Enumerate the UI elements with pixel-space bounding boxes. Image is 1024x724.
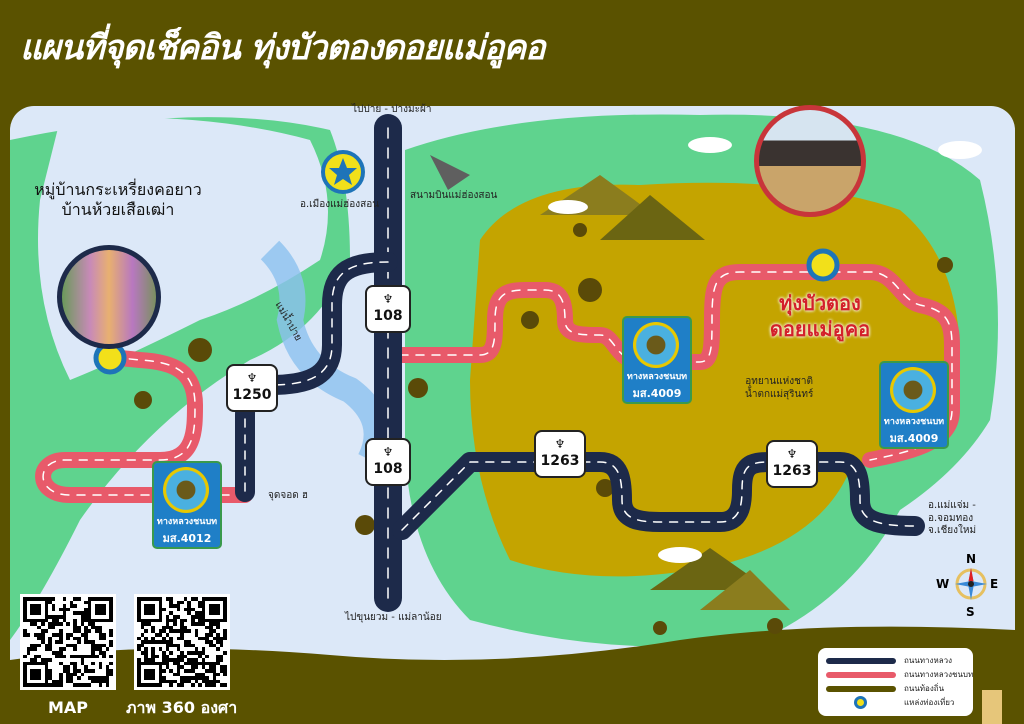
department-seal-icon bbox=[163, 467, 209, 513]
village-label-line1: หมู่บ้านกระเหรี่ยงคอยาว bbox=[34, 180, 202, 199]
legend-label: ถนนทางหลวงชนบท bbox=[904, 670, 974, 679]
header: แผนที่จุดเช็คอิน ทุ่งบัวตองดอยแม่อูคอ bbox=[0, 0, 1024, 92]
rural-road-sign-4009-east: ทางหลวงชนบทมส.4009 bbox=[879, 361, 949, 449]
rural-road-sign-4012: ทางหลวงชนบทมส.4012 bbox=[152, 461, 222, 549]
compass-icon bbox=[955, 568, 987, 600]
airport-label: สนามบินแม่ฮ่องสอน bbox=[410, 190, 498, 201]
sign-line1: ทางหลวงชนบท bbox=[626, 372, 688, 382]
destination-label-line2: ดอยแม่อูคอ bbox=[769, 317, 871, 341]
village-photo bbox=[57, 245, 161, 349]
garuda-icon: ♆ bbox=[554, 437, 566, 451]
legend-item-rural-road: ถนนทางหลวงชนบท bbox=[826, 668, 974, 682]
route-shield-1250: ♆ 1250 bbox=[226, 364, 278, 412]
legend-label: ถนนทางหลวง bbox=[904, 656, 953, 665]
legend-label: ถนนท้องถิ่น bbox=[904, 684, 945, 693]
highway-swatch bbox=[826, 658, 896, 664]
south-road-label: ไปขุนยวม - แม่ลาน้อย bbox=[345, 612, 442, 623]
route-number: 1250 bbox=[232, 387, 272, 403]
route-shield-1263-west: ♆ 1263 bbox=[534, 430, 586, 478]
park-label: อุทยานแห่งชาติ น้ำตกแม่สุรินทร์ bbox=[745, 376, 813, 401]
trees bbox=[134, 223, 953, 635]
garuda-icon: ♆ bbox=[786, 447, 798, 461]
attraction-marker-icon bbox=[854, 696, 867, 709]
east-label-line2: อ.จอมทอง bbox=[928, 512, 974, 524]
compass-west: W bbox=[936, 577, 950, 591]
destination-photo bbox=[754, 105, 866, 217]
clouds bbox=[548, 137, 982, 563]
department-seal-icon bbox=[633, 322, 679, 368]
route-number: 1263 bbox=[772, 463, 812, 479]
compass-rose: N S W E bbox=[936, 550, 1010, 620]
qr-code-360[interactable] bbox=[134, 594, 230, 690]
village-label: หมู่บ้านกระเหรี่ยงคอยาว บ้านห้วยเสือเฒ่า bbox=[18, 180, 218, 220]
route-shield-108-north: ♆ 108 bbox=[365, 285, 411, 333]
legend-item-local-road: ถนนท้องถิ่น bbox=[826, 682, 971, 696]
local-road-swatch bbox=[826, 686, 896, 692]
qr-label-map: MAP bbox=[48, 698, 89, 717]
east-label-line3: จ.เชียงใหม่ bbox=[928, 525, 977, 536]
rural-road-swatch bbox=[826, 672, 896, 678]
route-shield-108-south: ♆ 108 bbox=[365, 438, 411, 486]
route-number: 1263 bbox=[540, 453, 580, 469]
route-number: 108 bbox=[373, 461, 403, 477]
legend-item-highway: ถนนทางหลวง bbox=[826, 654, 971, 668]
garuda-icon: ♆ bbox=[246, 371, 258, 385]
north-road-label: ไปปาย - ปางมะผ้า bbox=[352, 104, 432, 115]
sign-line1: ทางหลวงชนบท bbox=[883, 417, 945, 427]
city-label: อ.เมืองแม่ฮ่องสอน bbox=[300, 199, 380, 210]
rural-roads bbox=[35, 264, 960, 503]
park-label-line2: น้ำตกแม่สุรินทร์ bbox=[745, 388, 814, 400]
garuda-icon: ♆ bbox=[382, 445, 394, 459]
rural-road-sign-4009-west: ทางหลวงชนบทมส.4009 bbox=[622, 316, 692, 404]
legend-label: แหล่งท่องเที่ยว bbox=[904, 698, 955, 707]
airplane-icon bbox=[430, 155, 470, 190]
legend: ถนนทางหลวง ถนนทางหลวงชนบท ถนนท้องถิ่น แห… bbox=[818, 648, 973, 716]
sign-line2: มส.4012 bbox=[162, 532, 212, 545]
garuda-icon: ♆ bbox=[382, 292, 394, 306]
compass-north: N bbox=[966, 552, 977, 566]
qr-label-360: ภาพ 360 องศา bbox=[126, 698, 238, 717]
compass-south: S bbox=[966, 605, 975, 619]
qr-code-map[interactable] bbox=[20, 594, 116, 690]
destination-label-line1: ทุ่งบัวตอง bbox=[779, 291, 861, 315]
legend-item-attraction: แหล่งท่องเที่ยว bbox=[826, 696, 971, 710]
page-title: แผนที่จุดเช็คอิน ทุ่งบัวตองดอยแม่อูคอ bbox=[20, 28, 546, 68]
helipad-label: จุดจอด ฮ bbox=[268, 490, 308, 501]
compass-east: E bbox=[990, 577, 999, 591]
department-seal-icon bbox=[890, 367, 936, 413]
village-label-line2: บ้านห้วยเสือเฒ่า bbox=[61, 200, 175, 219]
route-number: 108 bbox=[373, 308, 403, 324]
sign-line2: มส.4009 bbox=[632, 387, 682, 400]
attraction-marker-destination bbox=[806, 248, 840, 282]
sign-line2: มส.4009 bbox=[889, 432, 939, 445]
sign-line1: ทางหลวงชนบท bbox=[156, 517, 218, 527]
east-label-line1: อ.แม่แจ่ม - bbox=[928, 500, 976, 511]
east-destination-label: อ.แม่แจ่ม - อ.จอมทอง จ.เชียงใหม่ bbox=[928, 500, 976, 538]
route-shield-1263-east: ♆ 1263 bbox=[766, 440, 818, 488]
park-label-line1: อุทยานแห่งชาติ bbox=[745, 376, 814, 387]
destination-label: ทุ่งบัวตอง ดอยแม่อูคอ bbox=[745, 290, 895, 342]
